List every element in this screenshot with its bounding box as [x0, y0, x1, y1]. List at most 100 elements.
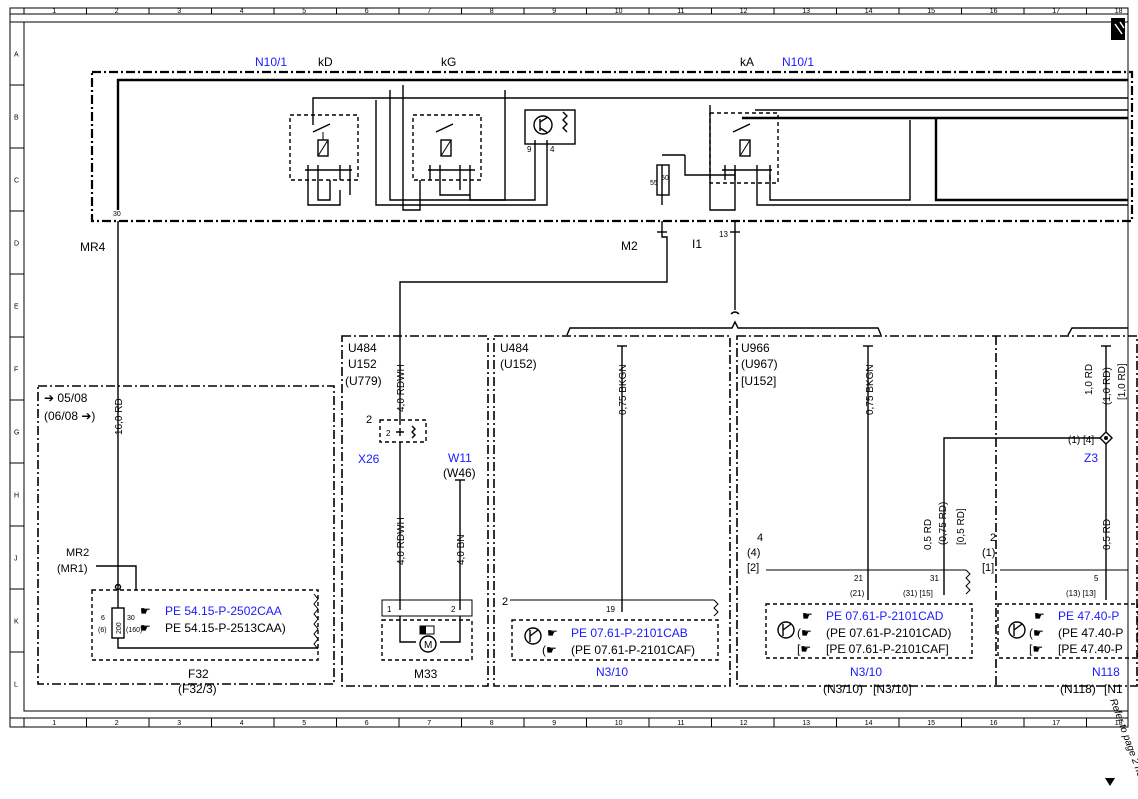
- n118-ref2: (PE 47.40-P: [1058, 626, 1123, 640]
- fuse-pin-30: 30: [127, 615, 135, 622]
- n310b-u967: (U967): [741, 357, 778, 371]
- column-label: 3: [177, 720, 181, 727]
- mr2-label: MR2: [66, 547, 89, 559]
- date-0608: (06/08 ➔): [44, 409, 95, 423]
- w11-label[interactable]: W11: [448, 451, 472, 465]
- row-label: H: [14, 493, 19, 500]
- motor-icon: [419, 635, 437, 653]
- i1-label: I1: [692, 237, 702, 251]
- column-label: 18: [1115, 720, 1123, 727]
- x26-pin: 2: [366, 414, 372, 426]
- n10-label-right: N10/1: [782, 55, 814, 69]
- f32-ref1[interactable]: PE 54.15-P-2502CAA: [165, 604, 282, 618]
- n118-pin2b: (1): [982, 547, 995, 559]
- m33-u779: (U779): [345, 374, 382, 388]
- column-label: 9: [552, 720, 556, 727]
- mr1-label: (MR1): [57, 563, 88, 575]
- n118-wire-rd2: (1,0 RD): [1102, 367, 1113, 405]
- n10-module-box: [90, 70, 1134, 223]
- n10-label-left: N10/1: [255, 55, 287, 69]
- n310b-pin31: 31: [930, 574, 939, 583]
- n118-inner-box: [997, 603, 1138, 659]
- n118-ref3: [PE 47.40-P: [1058, 642, 1123, 656]
- hand-icon: ☛: [140, 621, 151, 635]
- column-label: 17: [1052, 720, 1060, 727]
- n118-name[interactable]: N118: [1092, 665, 1120, 679]
- n310a-ref1[interactable]: PE 07.61-P-2101CAB: [571, 626, 688, 640]
- n310b-ref1[interactable]: PE 07.61-P-2101CAD: [826, 609, 944, 623]
- column-label: 12: [740, 8, 748, 15]
- m33-u484: U484: [348, 341, 377, 355]
- column-label: 18: [1115, 8, 1123, 15]
- column-label: 5: [302, 720, 306, 727]
- resistor-55-50: 55 50: [650, 164, 670, 196]
- n118-wire-rd1: 1,0 RD: [1084, 364, 1095, 395]
- x26-label[interactable]: X26: [358, 452, 380, 466]
- hand-icon: (☛: [1029, 626, 1044, 640]
- n10-internal-wiring: [116, 78, 1128, 211]
- hand-icon: (☛: [542, 643, 557, 657]
- n310b-pin21b: (21): [850, 589, 865, 598]
- column-label: 16: [990, 8, 998, 15]
- n310b-name[interactable]: N3/10: [850, 665, 882, 679]
- fuse-pin-6b: (6): [98, 627, 107, 634]
- transistor-icon: [524, 627, 542, 645]
- m2-label: M2: [621, 239, 638, 253]
- column-label: 10: [615, 8, 623, 15]
- n310a-pin2: 2: [502, 596, 508, 608]
- m33-u152: U152: [348, 357, 377, 371]
- pin-13: 13: [719, 230, 728, 239]
- column-label: 13: [802, 8, 810, 15]
- n118-pin5b: (13) [13]: [1066, 589, 1096, 598]
- m33-name: M33: [414, 667, 438, 681]
- n310b-ref2: (PE 07.61-P-2101CAD): [826, 626, 951, 640]
- column-label: 15: [927, 8, 935, 15]
- fuse-pin-160: (160): [126, 627, 142, 634]
- wire-4rdwh-top: 4,0 RDWH: [396, 364, 407, 412]
- relay-ka: [709, 112, 779, 184]
- pin-55: 55: [650, 180, 658, 187]
- frame-outer: [9, 7, 1129, 728]
- column-label: 16: [990, 720, 998, 727]
- n118-pin2: 2: [990, 532, 996, 544]
- m33-pin1: 1: [387, 605, 392, 614]
- column-label: 7: [427, 8, 431, 15]
- row-label: B: [14, 115, 19, 122]
- row-label: J: [14, 556, 18, 563]
- pin-30: 30: [113, 211, 121, 218]
- column-label: 1: [52, 8, 56, 15]
- hand-icon: (☛: [797, 626, 812, 640]
- f32-name: F32: [188, 667, 209, 681]
- column-label: 14: [865, 720, 873, 727]
- relay-kd: [289, 114, 359, 181]
- pin-9: 9: [527, 145, 532, 154]
- fuse-200: 200: [116, 622, 123, 634]
- page-ref-note[interactable]: Refer to page 2 here: [1107, 697, 1138, 787]
- row-label: F: [14, 367, 18, 374]
- n310b-name2: (N3/10): [823, 682, 863, 696]
- column-label: 10: [615, 720, 623, 727]
- f32-name-alt: (F32/3): [178, 682, 217, 696]
- n310a-u484: U484: [500, 341, 529, 355]
- z3-pins: (1) [4]: [1068, 435, 1094, 446]
- row-label: A: [14, 52, 19, 59]
- n310b-name3: [N3/10]: [873, 682, 912, 696]
- column-label: 8: [490, 720, 494, 727]
- pin-4: 4: [550, 145, 555, 154]
- z3-label[interactable]: Z3: [1084, 451, 1098, 465]
- n310a-wire: 0,75 BKGN: [618, 364, 629, 415]
- f32-ref2: PE 54.15-P-2513CAA): [165, 621, 286, 635]
- column-label: 8: [490, 8, 494, 15]
- n310b-wire: 0,75 BKGN: [865, 364, 876, 415]
- column-label: 5: [302, 8, 306, 15]
- n118-ref1[interactable]: PE 47.40-P: [1058, 609, 1119, 623]
- n310a-name[interactable]: N3/10: [596, 665, 628, 679]
- column-label: 9: [552, 8, 556, 15]
- hand-icon: ☛: [140, 604, 151, 618]
- n118-wire-rd3: [1,0 RD]: [1117, 363, 1128, 400]
- row-label: D: [14, 241, 19, 248]
- hand-icon: ☛: [547, 626, 558, 640]
- ka-label: kA: [740, 55, 754, 69]
- column-label: 4: [240, 720, 244, 727]
